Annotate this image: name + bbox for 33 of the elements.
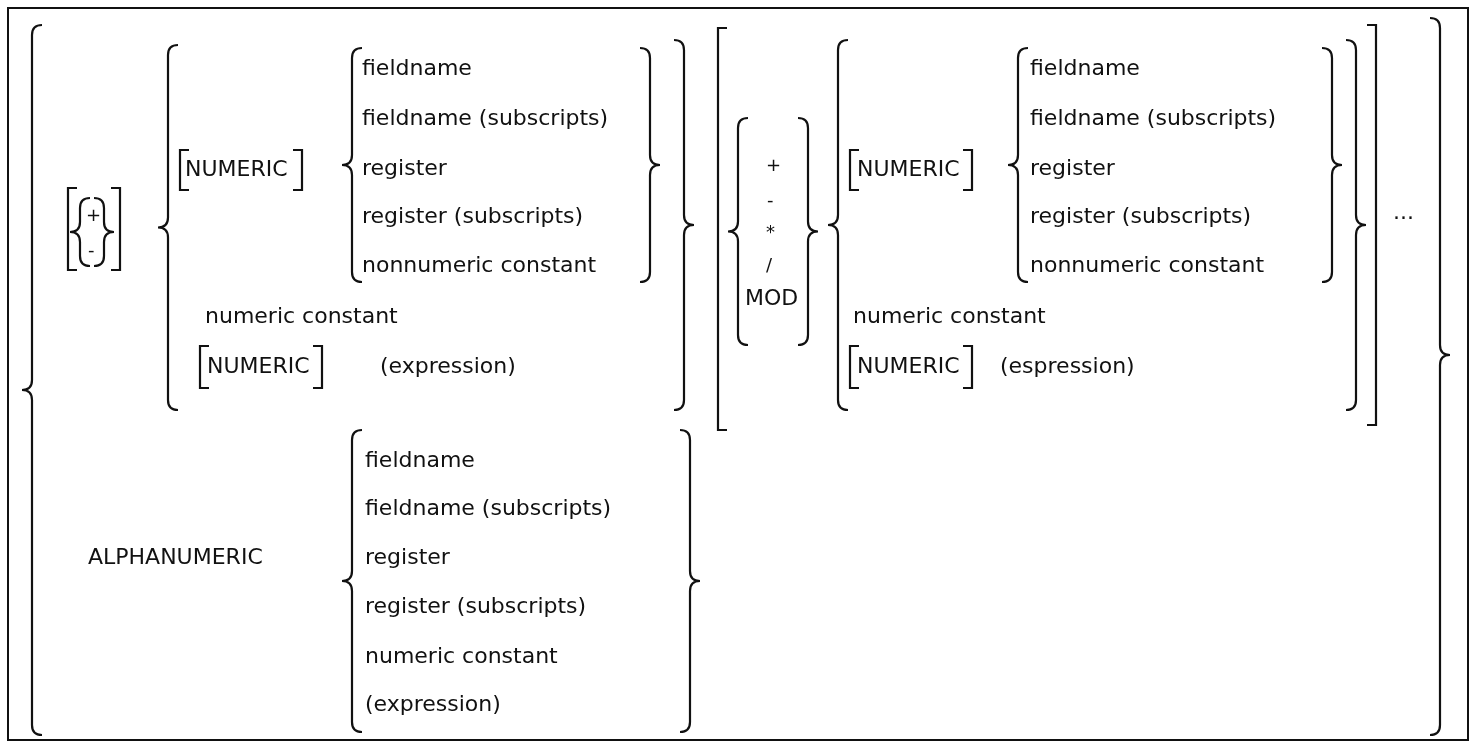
operator-symbol: +: [86, 203, 102, 227]
syntax-option: fieldname (subscripts): [365, 495, 612, 521]
operator-symbol: /: [766, 253, 773, 277]
syntax-option: fieldname (subscripts): [1030, 105, 1277, 131]
operator-symbol: -: [88, 238, 95, 262]
syntax-option: register (subscripts): [1030, 203, 1252, 229]
syntax-option: numeric constant: [853, 303, 1046, 329]
syntax-option: nonnumeric constant: [1030, 252, 1265, 278]
operator-symbol: *: [766, 220, 775, 244]
ellipsis: ...: [1393, 199, 1414, 225]
operator-symbol: +: [766, 153, 782, 177]
syntax-option: fieldname: [365, 447, 475, 473]
syntax-option: (expression): [365, 691, 501, 717]
keyword: NUMERIC: [857, 156, 960, 182]
syntax-option: register (subscripts): [365, 593, 587, 619]
keyword: ALPHANUMERIC: [88, 544, 263, 570]
syntax-option: (espression): [1000, 353, 1135, 379]
keyword: NUMERIC: [185, 156, 288, 182]
syntax-option: fieldname: [362, 55, 472, 81]
syntax-option: register: [1030, 155, 1115, 181]
keyword: MOD: [745, 285, 799, 311]
syntax-option: register (subscripts): [362, 203, 584, 229]
keyword: NUMERIC: [207, 353, 310, 379]
syntax-option: numeric constant: [365, 643, 558, 669]
syntax-option: nonnumeric constant: [362, 252, 597, 278]
operator-symbol: -: [767, 188, 774, 212]
keyword: NUMERIC: [857, 353, 960, 379]
syntax-option: register: [362, 155, 447, 181]
syntax-option: (expression): [380, 353, 516, 379]
syntax-option: register: [365, 544, 450, 570]
syntax-option: fieldname: [1030, 55, 1140, 81]
syntax-option: fieldname (subscripts): [362, 105, 609, 131]
syntax-option: numeric constant: [205, 303, 398, 329]
